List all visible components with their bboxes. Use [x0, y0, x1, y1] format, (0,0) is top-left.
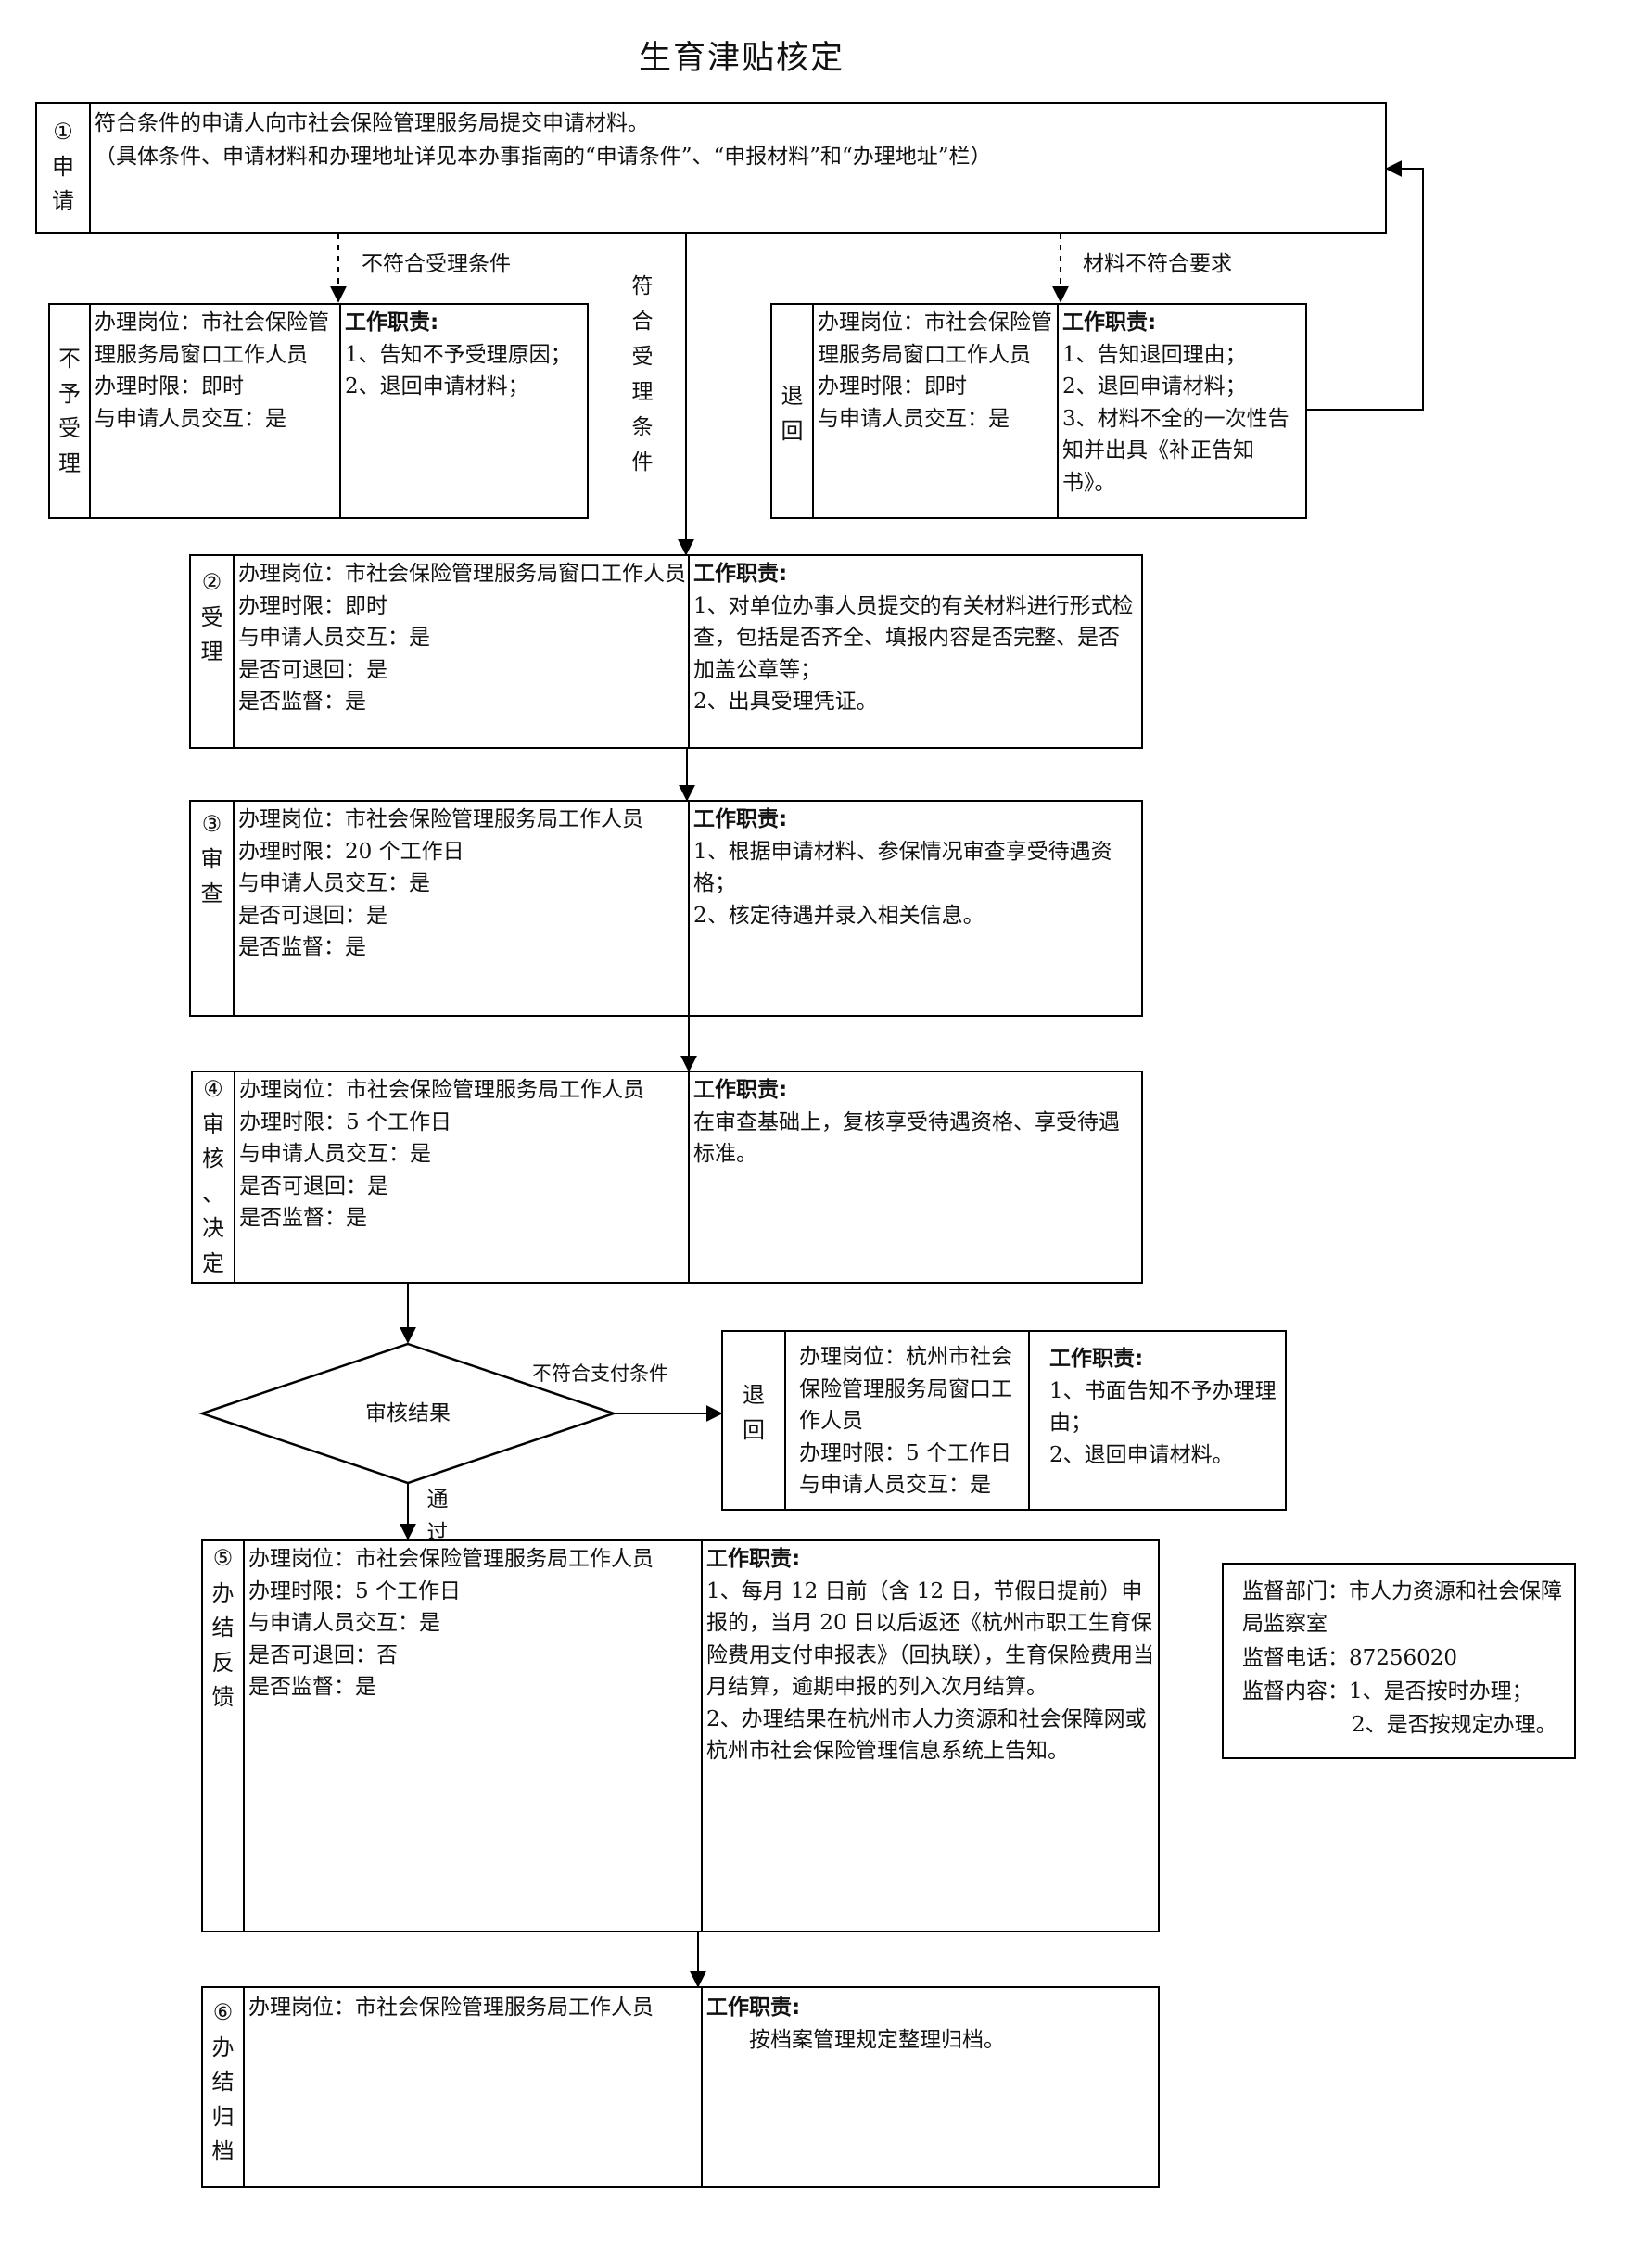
- step5-duty: 工作职责: 1、每月 12 日前（含 12 日，节假日提前）申报的，当月 20 …: [706, 1543, 1155, 1768]
- step2-divider1: [233, 556, 235, 747]
- return1-box: 退 回 办理岗位：市社会保险管理服务局窗口工作人员 办理时限：即时 与申请人员交…: [770, 303, 1307, 519]
- return1-label: 退 回: [781, 383, 804, 444]
- material-invalid-label: 材料不符合要求: [1083, 252, 1232, 276]
- return2-label: 退 回: [743, 1382, 765, 1443]
- step4-info: 办理岗位：市社会保险管理服务局工作人员 办理时限：5 个工作日 与申请人员交互：…: [239, 1078, 644, 1230]
- step5-duty-title: 工作职责:: [706, 1547, 801, 1571]
- step4-duty-title: 工作职责:: [693, 1078, 788, 1102]
- reject-condition-label: 不符合受理条件: [362, 252, 511, 276]
- step3-divider1: [233, 802, 235, 1015]
- return1-duty-title: 工作职责:: [1062, 310, 1157, 335]
- return2-box: 退 回 办理岗位：杭州市社会保险管理服务局窗口工作人员 办理时限：5 个工作日 …: [721, 1330, 1287, 1511]
- decision-text: 审核结果: [365, 1401, 451, 1425]
- step6-duty-title: 工作职责:: [706, 1996, 801, 2020]
- supervision-content2: 2、是否按规定办理。: [1352, 1713, 1557, 1737]
- page-title: 生育津贴核定: [638, 40, 845, 77]
- step1-apply-box: ① 申 请 符合条件的申请人向市社会保险管理服务局提交申请材料。 （具体条件、申…: [35, 102, 1387, 234]
- not-accept-divider2: [339, 305, 341, 517]
- return1-info: 办理岗位：市社会保险管理服务局窗口工作人员 办理时限：即时 与申请人员交互：是: [818, 310, 1052, 431]
- supervision-box: 监督部门：市人力资源和社会保障局监察室 监督电话：87256020 监督内容：1…: [1222, 1563, 1576, 1759]
- step4-divider1: [234, 1072, 235, 1282]
- step2-duty-title: 工作职责:: [693, 562, 788, 586]
- step6-duty-body: 按档案管理规定整理归档。: [749, 2027, 1005, 2052]
- step3-duty: 工作职责: 1、根据申请材料、参保情况审查享受待遇资格； 2、核定待遇并录入相关…: [693, 804, 1138, 931]
- step6-duty: 工作职责: 按档案管理规定整理归档。: [706, 1992, 1155, 2056]
- return1-duty-body: 1、告知退回理由； 2、退回申请材料； 3、材料不全的一次性告知并出具《补正告知…: [1062, 342, 1289, 495]
- not-accept-divider1: [89, 305, 91, 517]
- return1-divider1: [812, 305, 814, 517]
- step4-duty-body: 在审查基础上，复核享受待遇资格、享受待遇标准。: [693, 1109, 1120, 1167]
- step2-label: ② 受 理: [200, 569, 223, 665]
- step4-decide-box: ④ 审 核 、 决 定 办理岗位：市社会保险管理服务局工作人员 办理时限：5 个…: [191, 1071, 1143, 1284]
- return2-duty-body: 1、书面告知不予办理理由； 2、退回申请材料。: [1049, 1378, 1277, 1467]
- step6-divider2: [701, 1988, 703, 2186]
- return2-duty: 工作职责: 1、书面告知不予办理理由； 2、退回申请材料。: [1049, 1343, 1283, 1471]
- step6-divider1: [243, 1988, 245, 2186]
- supervision-phone: 监督电话：87256020: [1242, 1646, 1458, 1670]
- return2-divider1: [784, 1332, 786, 1509]
- step6-label: ⑥ 办 结 归 档: [211, 1999, 235, 2164]
- not-accept-duty-body: 1、告知不予受理原因； 2、退回申请材料；: [345, 342, 572, 399]
- step2-accept-box: ② 受 理 办理岗位：市社会保险管理服务局窗口工作人员 办理时限：即时 与申请人…: [189, 554, 1143, 749]
- step2-divider2: [688, 556, 690, 747]
- step3-divider2: [688, 802, 690, 1015]
- step5-duty-body: 1、每月 12 日前（含 12 日，节假日提前）申报的，当月 20 日以后返还《…: [706, 1578, 1154, 1764]
- feedback-loop-arrow: [1307, 160, 1424, 411]
- supervision-dept: 监督部门：市人力资源和社会保障局监察室: [1242, 1579, 1562, 1636]
- step5-feedback-box: ⑤ 办 结 反 馈 办理岗位：市社会保险管理服务局工作人员 办理时限：5 个工作…: [201, 1539, 1160, 1932]
- not-accept-duty-title: 工作职责:: [345, 310, 439, 335]
- step1-divider: [89, 104, 91, 232]
- step6-info: 办理岗位：市社会保险管理服务局工作人员: [248, 1996, 654, 2020]
- not-accept-duty: 工作职责: 1、告知不予受理原因； 2、退回申请材料；: [345, 307, 584, 403]
- step1-line1: 符合条件的申请人向市社会保险管理服务局提交申请材料。: [95, 111, 649, 135]
- step4-divider2: [688, 1072, 690, 1282]
- step5-divider2: [701, 1541, 703, 1931]
- return1-divider2: [1057, 305, 1059, 517]
- not-accept-label: 不 予 受 理: [58, 346, 81, 476]
- not-accept-box: 不 予 受 理 办理岗位：市社会保险管理服务局窗口工作人员 办理时限：即时 与申…: [48, 303, 589, 519]
- step2-info: 办理岗位：市社会保险管理服务局窗口工作人员 办理时限：即时 与申请人员交互：是 …: [238, 562, 686, 714]
- decision-pass-label: 通 过: [426, 1488, 449, 1545]
- step5-info: 办理岗位：市社会保险管理服务局工作人员 办理时限：5 个工作日 与申请人员交互：…: [248, 1547, 654, 1699]
- return2-info: 办理岗位：杭州市社会保险管理服务局窗口工作人员 办理时限：5 个工作日 与申请人…: [799, 1345, 1012, 1497]
- step2-duty: 工作职责: 1、对单位办事人员提交的有关材料进行形式检查，包括是否齐全、填报内容…: [693, 558, 1138, 718]
- step3-review-box: ③ 审 查 办理岗位：市社会保险管理服务局工作人员 办理时限：20 个工作日 与…: [189, 800, 1143, 1017]
- accept-condition-label: 符 合 受 理 条 件: [631, 274, 654, 475]
- step1-line2: （具体条件、申请材料和办理地址详见本办事指南的“申请条件”、“申报材料”和“办理…: [95, 145, 992, 169]
- return2-duty-title: 工作职责:: [1049, 1347, 1144, 1371]
- step3-duty-title: 工作职责:: [693, 807, 788, 831]
- supervision-content1: 监督内容：1、是否按时办理；: [1242, 1679, 1533, 1704]
- step5-label: ⑤ 办 结 反 馈: [211, 1545, 235, 1710]
- step6-archive-box: ⑥ 办 结 归 档 办理岗位：市社会保险管理服务局工作人员 工作职责: 按档案管…: [201, 1986, 1160, 2188]
- step2-duty-body: 1、对单位办事人员提交的有关材料进行形式检查，包括是否齐全、填报内容是否完整、是…: [693, 593, 1134, 715]
- step3-label: ③ 审 查: [200, 811, 223, 906]
- step4-label: ④ 审 核 、 决 定: [202, 1076, 224, 1276]
- not-accept-info: 办理岗位：市社会保险管理服务局窗口工作人员 办理时限：即时 与申请人员交互：是: [95, 310, 329, 431]
- return1-duty: 工作职责: 1、告知退回理由； 2、退回申请材料； 3、材料不全的一次性告知并出…: [1062, 307, 1305, 499]
- step1-label: ① 申 请: [52, 119, 74, 214]
- step4-duty: 工作职责: 在审查基础上，复核享受待遇资格、享受待遇标准。: [693, 1074, 1138, 1171]
- decision-reject-label: 不符合支付条件: [532, 1362, 668, 1385]
- step3-info: 办理岗位：市社会保险管理服务局工作人员 办理时限：20 个工作日 与申请人员交互…: [238, 807, 643, 959]
- step5-divider1: [243, 1541, 245, 1931]
- return2-divider2: [1028, 1332, 1030, 1509]
- step3-duty-body: 1、根据申请材料、参保情况审查享受待遇资格； 2、核定待遇并录入相关信息。: [693, 839, 1112, 928]
